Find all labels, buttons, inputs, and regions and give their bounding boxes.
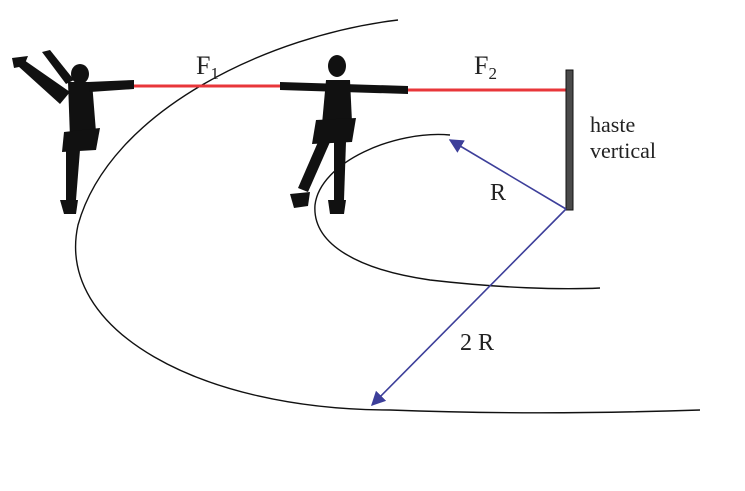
inner-radius-label: R [490, 180, 506, 206]
force-2-label: F2 [474, 51, 497, 83]
inner-orbit-path [314, 133, 601, 290]
pole-label-line-1: haste [590, 112, 635, 137]
pole-label-line-2: vertical [590, 138, 656, 163]
vertical-pole [565, 69, 574, 211]
force-1-label: F1 [196, 51, 219, 83]
outer-skater-silhouette [12, 50, 134, 214]
inner-skater-silhouette [280, 55, 408, 214]
radius-arrow-r [448, 139, 567, 210]
outer-orbit-path [75, 19, 701, 414]
radius-arrow-2r [370, 208, 567, 407]
outer-radius-label: 2 R [460, 330, 494, 356]
